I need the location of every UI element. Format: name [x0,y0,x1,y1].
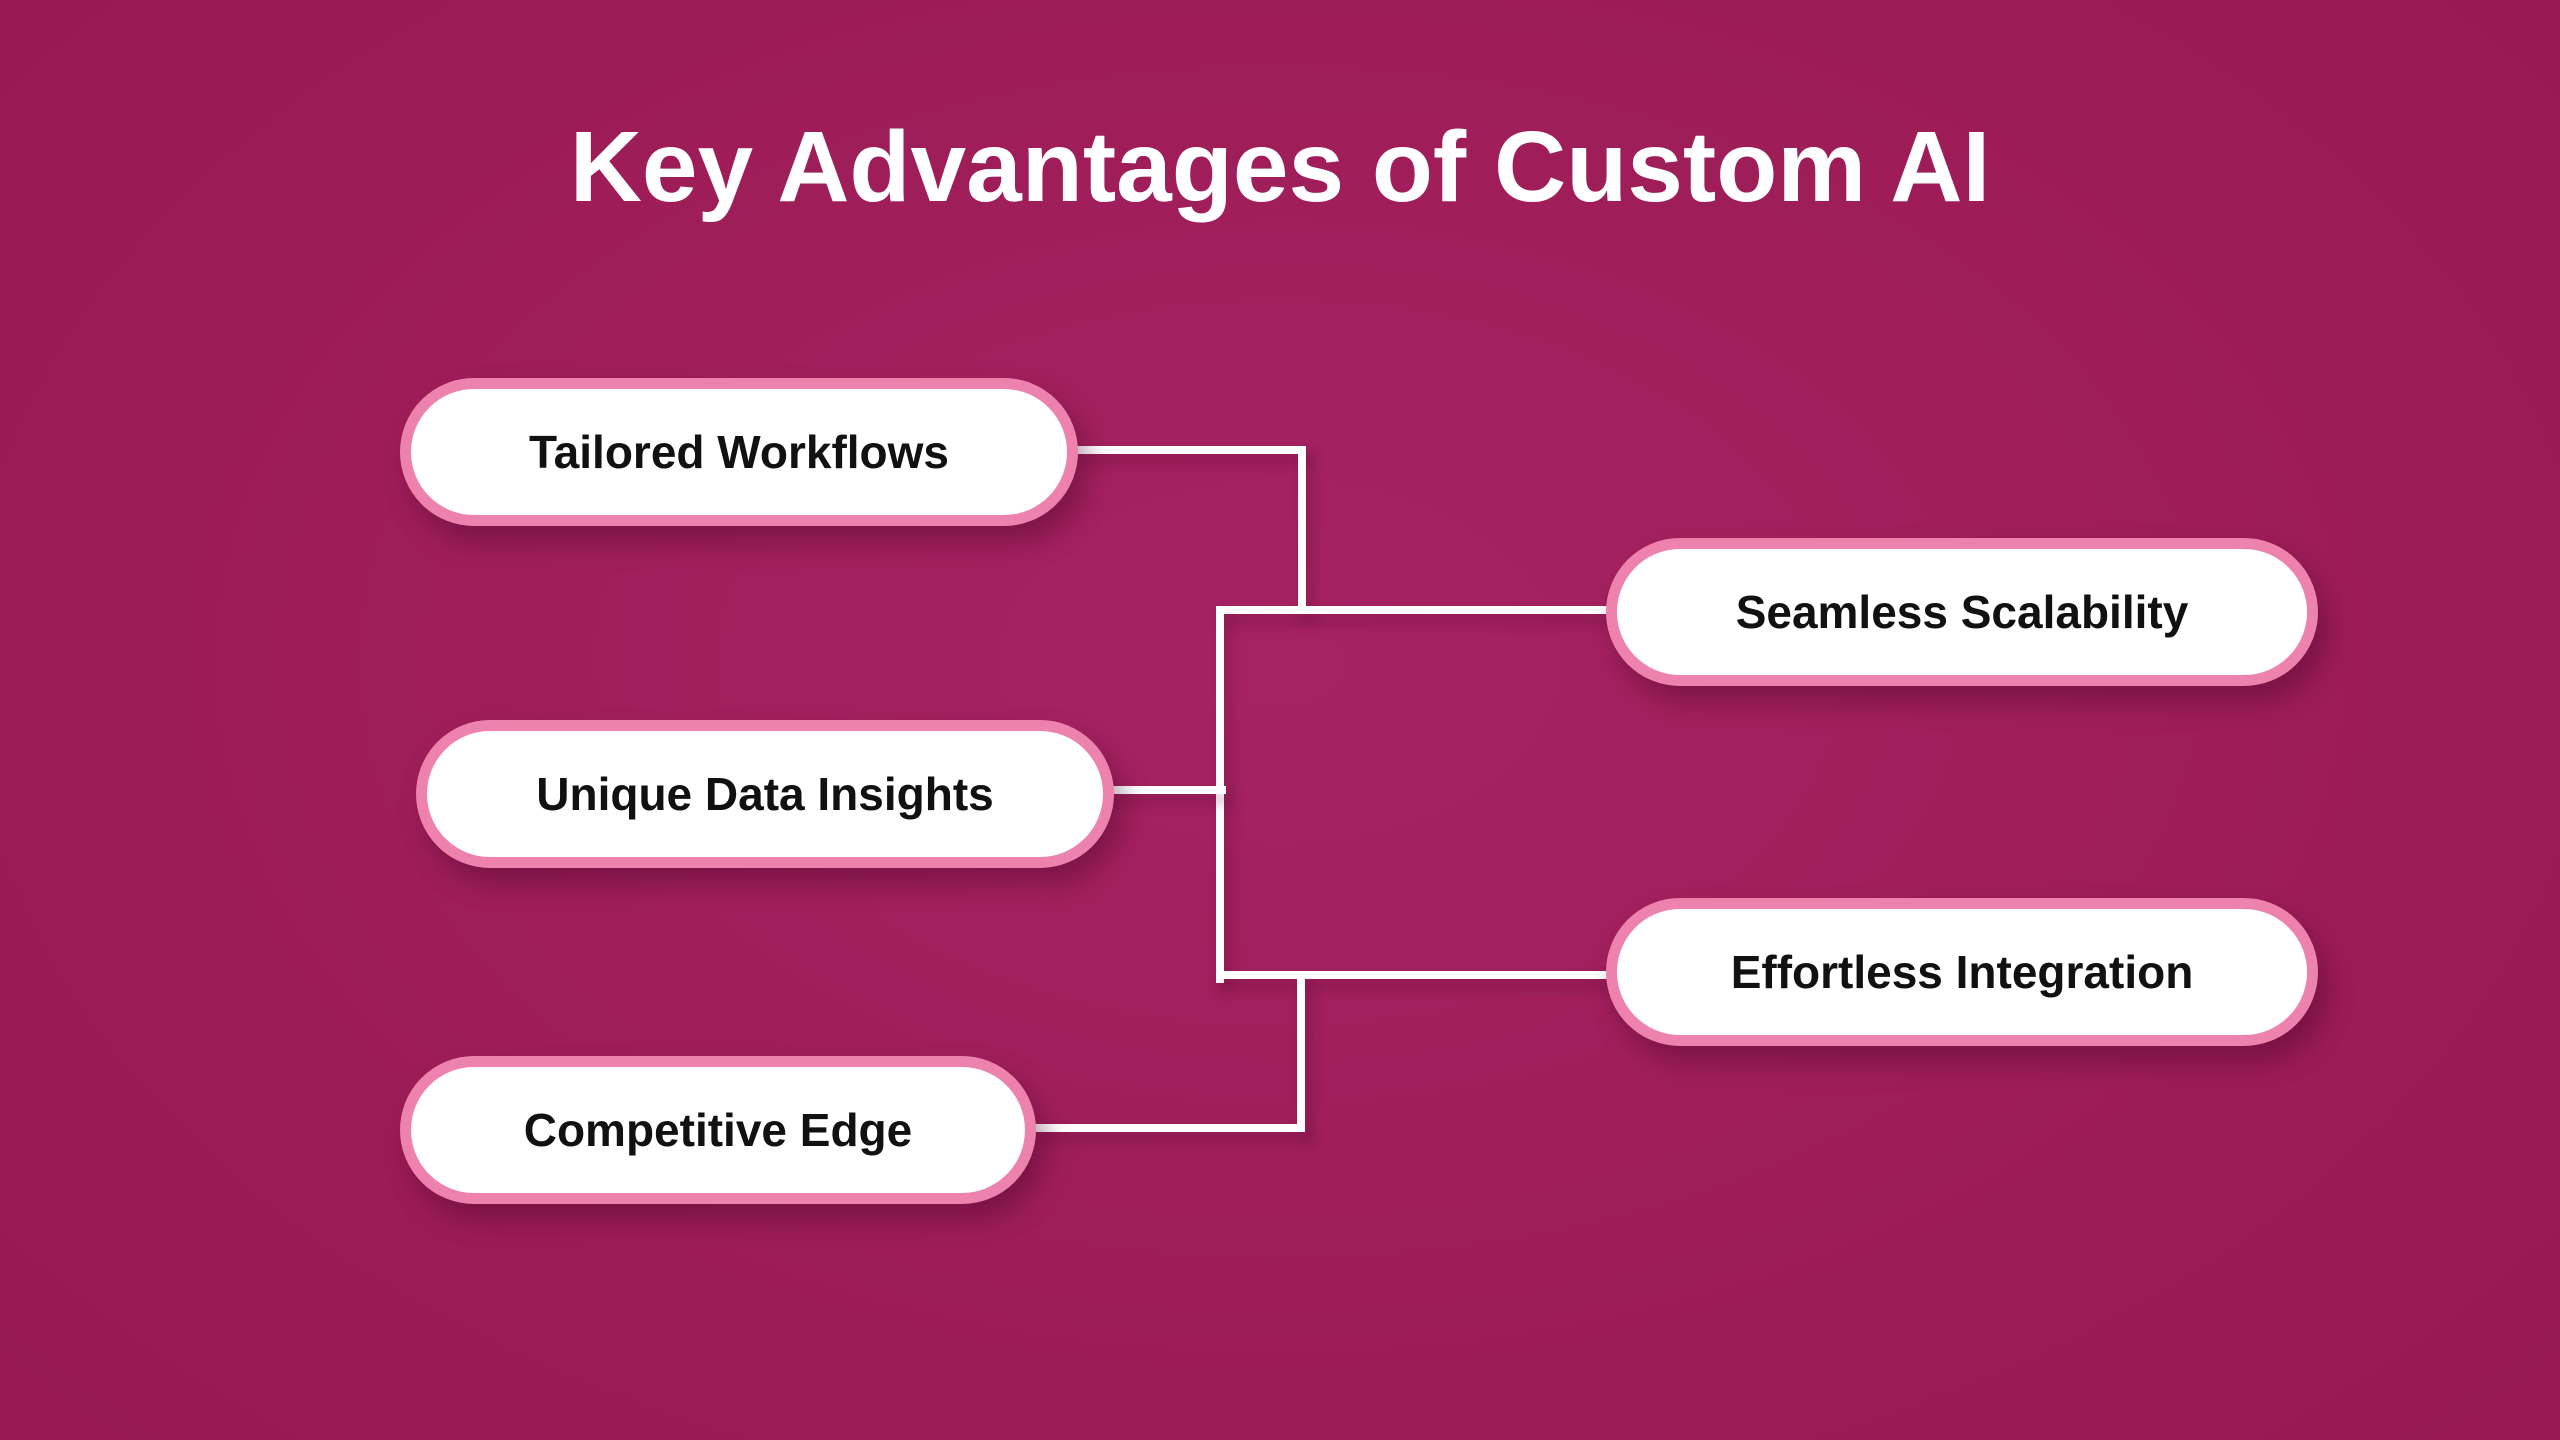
connector-effortless-horizontal [1216,971,1616,979]
connector-seamless-horizontal [1216,606,1616,614]
connector-tailored-horizontal [1070,446,1306,454]
node-unique-data-insights: Unique Data Insights [416,720,1114,868]
connector-competitive-vertical [1297,975,1305,1132]
slide-title: Key Advantages of Custom AI [569,111,1991,223]
connector-trunk-vertical [1216,606,1224,983]
connector-unique-horizontal [1106,786,1226,794]
node-label-effortless-integration: Effortless Integration [1730,946,2194,998]
connector-tailored-vertical [1298,446,1306,614]
connector-competitive-horizontal [1030,1124,1305,1132]
node-label-unique-data-insights: Unique Data Insights [536,768,994,820]
node-tailored-workflows: Tailored Workflows [400,378,1078,526]
node-effortless-integration: Effortless Integration [1606,898,2318,1046]
node-label-seamless-scalability: Seamless Scalability [1735,586,2189,638]
node-label-tailored-workflows: Tailored Workflows [528,426,950,478]
node-label-competitive-edge: Competitive Edge [523,1104,913,1156]
node-competitive-edge: Competitive Edge [400,1056,1036,1204]
node-seamless-scalability: Seamless Scalability [1606,538,2318,686]
